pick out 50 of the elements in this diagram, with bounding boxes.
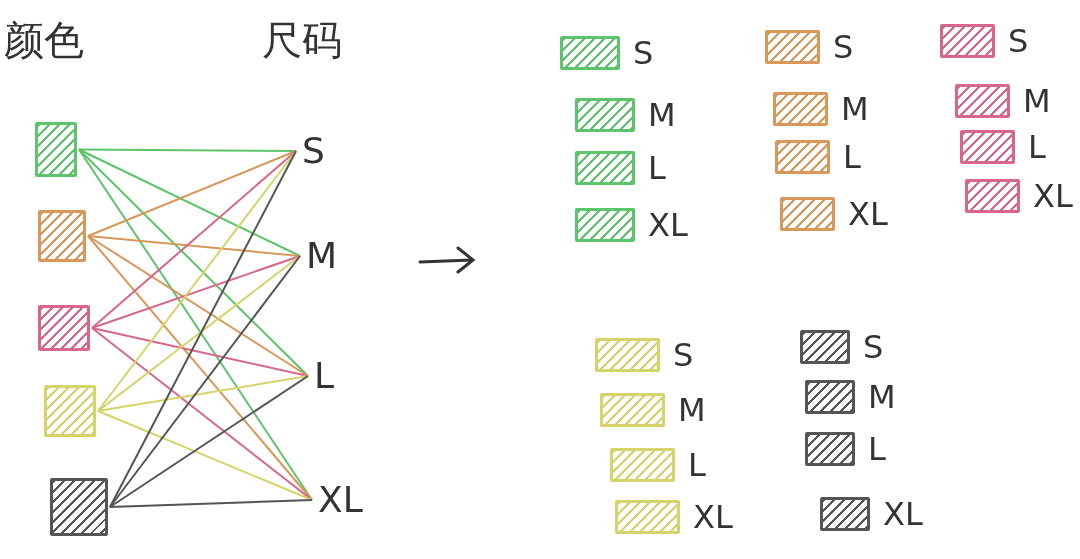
connector-line [97,375,309,412]
size-label: S [833,31,854,63]
size-label: M [678,394,706,426]
color-swatch [44,385,96,437]
connector-line [91,255,301,329]
heading: 颜色 [4,20,84,60]
connector-line [109,499,313,508]
size-label: XL [883,498,923,530]
connector-line [97,255,301,412]
size-label: XL [318,482,363,518]
color-swatch [35,122,77,177]
connector-line [78,148,301,257]
color-swatch [38,210,86,262]
connector-line [91,150,297,329]
size-label: XL [848,198,888,230]
connector-line [91,327,313,501]
connector-line [109,150,297,508]
connector-line [87,235,313,501]
connector-line [87,150,297,237]
size-label: XL [693,501,733,533]
size-label: M [868,381,896,413]
size-label: M [1023,85,1051,117]
size-label: S [302,133,325,169]
size-label: L [1028,131,1046,163]
size-label: S [1008,25,1029,57]
connector-line [97,150,297,412]
size-label: S [633,37,654,69]
connector-line [97,410,313,501]
size-label: M [306,238,338,274]
size-label: L [868,433,886,465]
size-label: XL [1033,180,1073,212]
size-label: M [648,99,676,131]
connector-line [78,148,313,501]
connector-line [109,255,301,508]
size-label: L [688,449,706,481]
size-label: XL [648,209,688,241]
size-label: L [648,152,666,184]
connector-line [78,148,297,152]
size-label: S [863,331,884,363]
connector-line [109,375,309,508]
connector-line [87,235,301,257]
size-label: L [843,141,861,173]
size-label: L [314,358,335,394]
color-swatch [38,305,90,351]
connector-line [87,235,309,377]
color-swatch [50,478,108,536]
heading: 尺码 [262,20,342,60]
connector-line [91,327,309,377]
size-label: M [841,93,869,125]
size-label: S [673,339,694,371]
